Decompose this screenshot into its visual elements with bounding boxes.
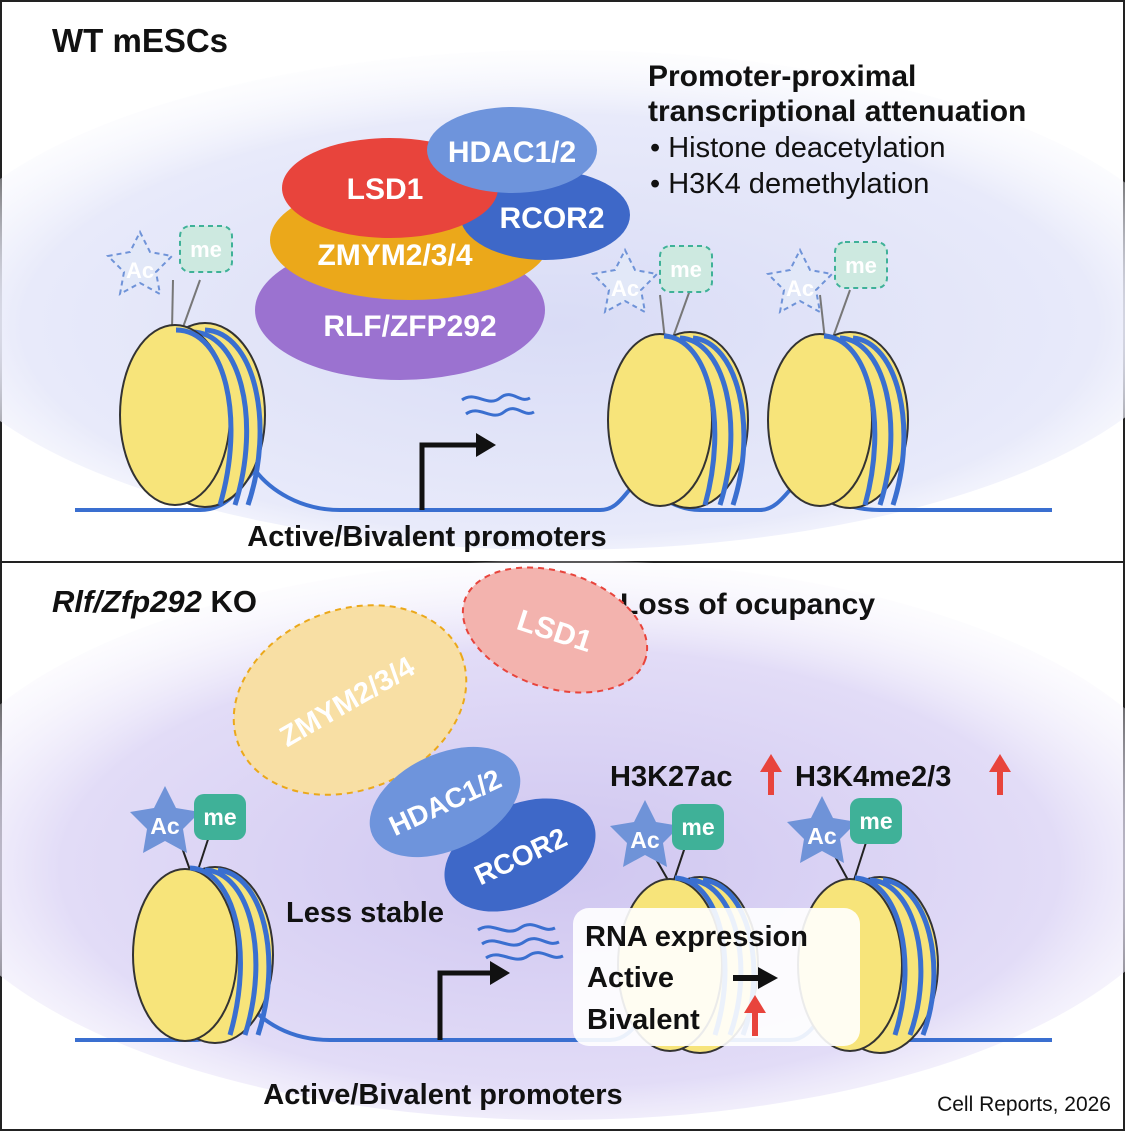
less-stable-label: Less stable — [286, 897, 444, 929]
rna-expression-title: RNA expression — [585, 921, 808, 953]
lsd1-label: LSD1 — [347, 173, 424, 206]
bullet-demethylation: • H3K4 demethylation — [650, 168, 929, 200]
ac-badge-top-2: Ac — [590, 247, 660, 314]
h3k27ac-label: H3K27ac — [610, 761, 733, 793]
rna-bivalent-label: Bivalent — [587, 1004, 700, 1036]
rna-bivalent-up-arrow — [744, 995, 766, 1036]
svg-text:Ac: Ac — [786, 276, 814, 301]
rna-active-label: Active — [587, 962, 674, 994]
hdac-protein — [427, 107, 597, 193]
bottom-title-rest: KO — [202, 584, 257, 619]
svg-text:me: me — [203, 804, 236, 830]
h3k27ac-up-arrow — [760, 754, 782, 795]
promoter-label-top: Active/Bivalent promoters — [247, 521, 606, 553]
svg-text:Ac: Ac — [611, 276, 639, 301]
svg-text:Ac: Ac — [150, 813, 180, 839]
bottom-title-italic: Rlf/Zfp292 — [52, 584, 202, 619]
zmym-label: ZMYM2/3/4 — [317, 239, 472, 272]
rna-waves-bottom — [477, 923, 564, 961]
svg-text:me: me — [681, 814, 714, 840]
nucleosome-bottom-1 — [132, 817, 274, 1044]
rcor2-label: RCOR2 — [499, 202, 604, 235]
heading-line1: Promoter-proximal — [648, 60, 916, 93]
heading-line2: transcriptional attenuation — [648, 95, 1026, 128]
ac-badge-bottom-2: Ac — [610, 800, 680, 867]
ac-badge-top-1: Ac — [105, 229, 175, 296]
tss-arrow-bottom — [437, 961, 510, 1040]
ac-badge-bottom-3: Ac — [787, 796, 857, 863]
svg-text:me: me — [670, 257, 702, 282]
rna-expression-box: RNA expression Active Bivalent — [573, 908, 860, 1046]
tss-arrow-top — [419, 433, 496, 510]
top-title: WT mESCs — [52, 22, 228, 59]
bottom-title: Rlf/Zfp292 KO — [52, 584, 257, 619]
svg-text:me: me — [190, 237, 222, 262]
h3k4me-label: H3K4me2/3 — [795, 761, 951, 793]
bullet-deacetylation: • Histone deacetylation — [650, 132, 946, 164]
svg-text:Ac: Ac — [126, 258, 154, 283]
svg-text:Ac: Ac — [807, 823, 837, 849]
rna-waves-top — [461, 393, 535, 417]
hdac-protein-bottom — [369, 746, 521, 858]
zmym-dissociated: ZMYM2/3/4 — [232, 604, 468, 796]
me-badge-bottom-1: me — [194, 794, 246, 840]
me-badge-bottom-2: me — [672, 804, 724, 850]
ac-badge-bottom-1: Ac — [130, 786, 200, 853]
citation: Cell Reports, 2026 — [937, 1093, 1111, 1116]
svg-text:Ac: Ac — [630, 827, 660, 853]
me-badge-top-2: me — [659, 245, 713, 293]
svg-text:me: me — [845, 253, 877, 278]
promoter-label-bottom: Active/Bivalent promoters — [263, 1079, 622, 1111]
nucleosome-top-2 — [607, 289, 749, 509]
rlf-label: RLF/ZFP292 — [323, 310, 496, 343]
loss-of-occupancy-label: Loss of ocupancy — [620, 588, 875, 621]
me-badge-top-1: me — [179, 225, 233, 273]
svg-text:me: me — [859, 808, 892, 834]
me-badge-top-3: me — [834, 241, 888, 289]
nucleosome-top-3 — [767, 289, 909, 509]
me-badge-bottom-3: me — [850, 798, 902, 844]
ac-badge-top-3: Ac — [765, 247, 835, 314]
h3k4me-up-arrow — [989, 754, 1011, 795]
rna-active-right-arrow — [733, 967, 778, 989]
lsd1-dissociated: LSD1 — [461, 566, 649, 694]
hdac-label: HDAC1/2 — [448, 136, 576, 169]
nucleosome-top-1 — [119, 279, 266, 508]
